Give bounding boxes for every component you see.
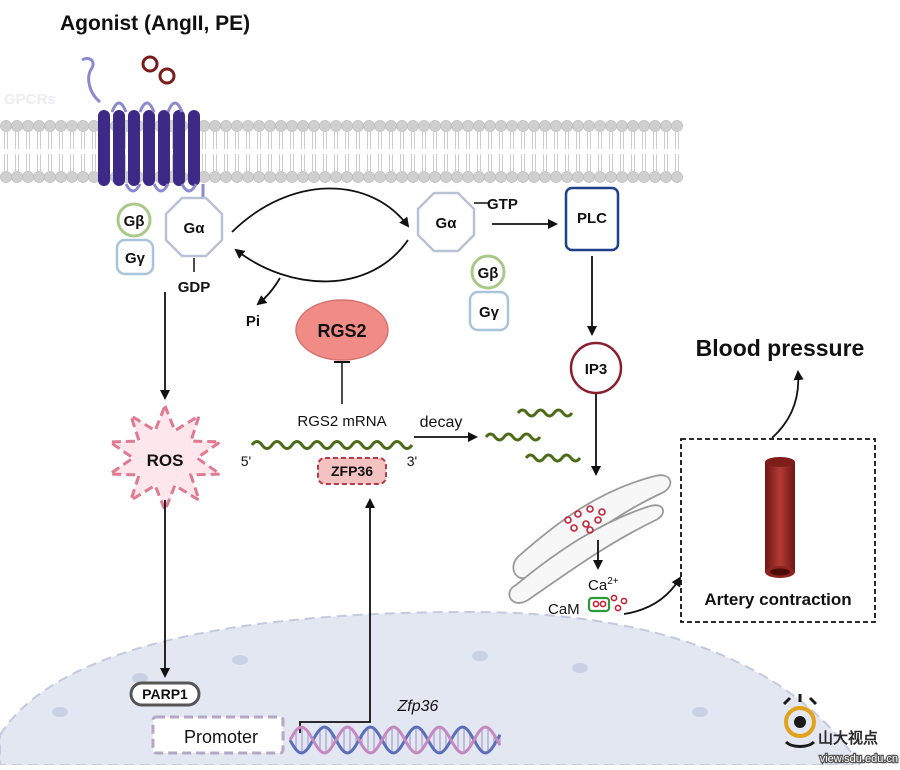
zfp36-gene-dna [288, 725, 502, 755]
calcium-ions-store [564, 505, 606, 534]
g-alpha-gtp-node [416, 191, 476, 253]
gtp-label: GTP [487, 196, 518, 213]
decay-label: decay [420, 414, 463, 431]
logo-url: view.sdu.edu.cn [820, 753, 898, 765]
artery-vessel [765, 457, 795, 578]
ca-label: Ca2+ [588, 576, 619, 594]
sdu-logo: 山大视点 view.sdu.edu.cn [782, 694, 899, 766]
pi-arrow [256, 277, 281, 306]
cam-label: CaM [548, 601, 580, 618]
ip3-node [569, 341, 623, 395]
g-beta-free-label: Gβ [478, 265, 499, 282]
ros-burst [105, 401, 225, 515]
agonist-title: Agonist (AngII, PE) [60, 12, 250, 35]
rgs2-label: RGS2 [317, 321, 366, 341]
rgs2-node [295, 299, 389, 361]
plc-node [564, 186, 620, 252]
sarcoplasmic-reticulum [508, 474, 672, 604]
gpcr-receptor [81, 56, 205, 200]
logo-text: 山大视点 [818, 729, 878, 747]
degraded-mrna-fragments [484, 408, 582, 463]
gdp-label: GDP [178, 279, 211, 296]
g-gamma-label: Gγ [125, 250, 146, 267]
g-alpha-node [164, 196, 224, 258]
activation-arrow [231, 187, 410, 233]
g-protein-inactive: Gβ Gγ Gα GDP [115, 196, 224, 296]
g-beta-free-node [470, 254, 506, 290]
zfp36-gene-label: Zfp36 [397, 698, 439, 715]
g-protein-active: Gα GTP Gβ Gγ [416, 191, 518, 332]
ros-label: ROS [147, 451, 184, 470]
pi-label: Pi [246, 313, 260, 330]
g-alpha-active-label: Gα [436, 215, 458, 232]
rgs2-mrna-strand [250, 440, 414, 450]
parp1-node [129, 681, 201, 707]
g-beta-label: Gβ [124, 213, 145, 230]
cam-to-contraction-arrow [623, 576, 682, 615]
gpcr-watermark: GPCRs [4, 91, 56, 108]
calcium-ions-bound [592, 594, 628, 612]
contraction-to-bp-arrow [771, 370, 804, 439]
g-gamma-node [115, 238, 155, 276]
logo-eye-icon [784, 706, 816, 738]
rgs2-mrna-label: RGS2 mRNA [297, 413, 386, 430]
g-gamma-free-label: Gγ [479, 304, 500, 321]
ip3-label: IP3 [585, 361, 608, 378]
three-prime-label: 3' [407, 453, 417, 469]
five-prime-label: 5' [241, 453, 251, 469]
g-gamma-free-node [468, 290, 510, 332]
zfp36-protein-node [317, 457, 387, 485]
promoter-label: Promoter [184, 727, 258, 747]
g-alpha-label: Gα [184, 220, 206, 237]
zfp36-protein-label: ZFP36 [331, 463, 373, 479]
ca-charge: 2+ [607, 576, 619, 587]
nucleus-pores [52, 651, 708, 717]
plc-label: PLC [577, 210, 607, 227]
promoter-node [151, 715, 285, 755]
g-beta-node [116, 202, 152, 238]
artery-contraction-label: Artery contraction [704, 590, 851, 609]
hydrolysis-arrow [234, 239, 409, 283]
blood-pressure-label: Blood pressure [696, 335, 865, 361]
agonist-molecules [141, 55, 176, 85]
parp1-label: PARP1 [142, 686, 188, 702]
